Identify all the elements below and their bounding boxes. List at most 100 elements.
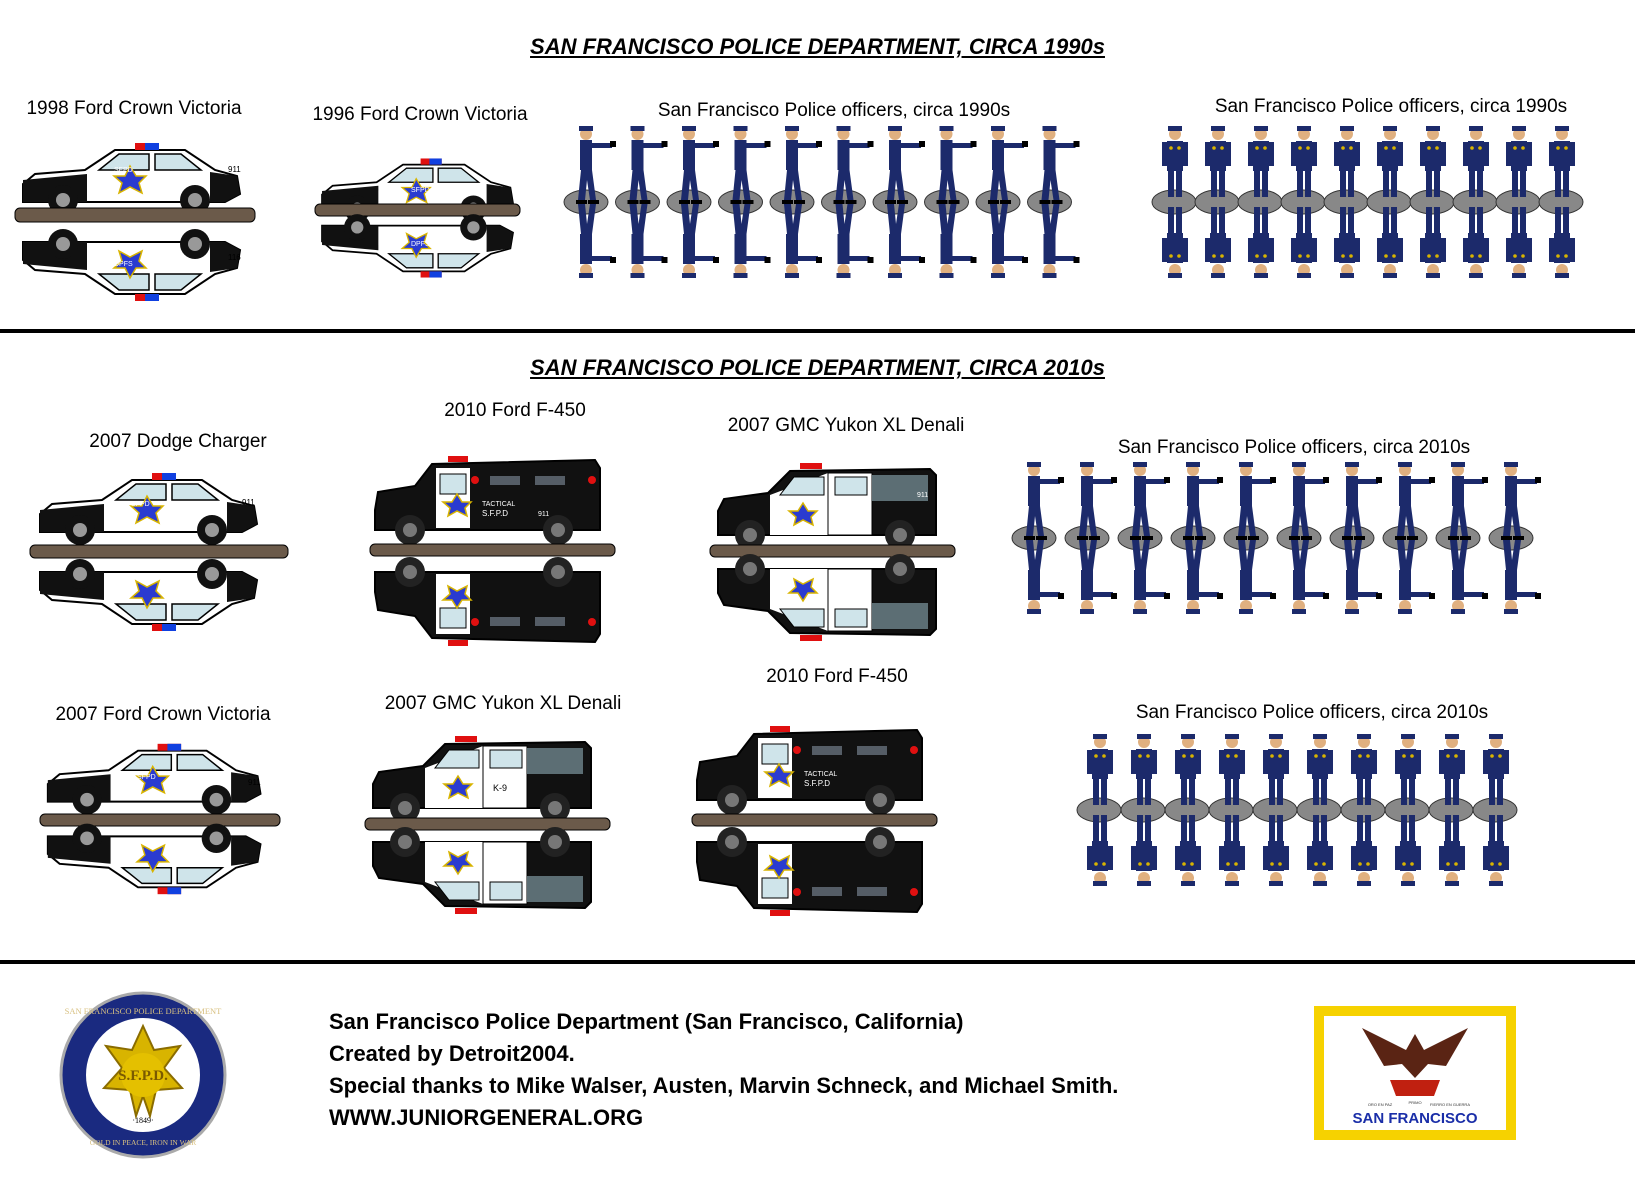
section-divider-top bbox=[0, 329, 1635, 333]
label-2007-crown-victoria: 2007 Ford Crown Victoria bbox=[55, 704, 271, 725]
officer-standing bbox=[1252, 734, 1298, 886]
sprite-officers-1990s-standing bbox=[1151, 126, 1584, 278]
unit-number: 911 bbox=[538, 511, 549, 518]
officer-aiming bbox=[1276, 462, 1329, 614]
officer-standing bbox=[1384, 734, 1430, 886]
officer-aiming bbox=[615, 126, 668, 278]
sprite-officers-2010s-aiming bbox=[1011, 462, 1541, 614]
sprite-2010-ford-f450-a: TACTICAL S.F.P.D 911 bbox=[369, 455, 616, 647]
sprite-officers-2010s-standing bbox=[1076, 734, 1518, 886]
officer-aiming bbox=[1435, 462, 1488, 614]
officer-aiming bbox=[1064, 462, 1117, 614]
officer-aiming bbox=[1011, 462, 1064, 614]
label-1998-crown-victoria: 1998 Ford Crown Victoria bbox=[26, 98, 242, 119]
seal-center-text: S.F.P.D. bbox=[118, 1068, 168, 1084]
sfpd-seal: S.F.P.D. ·1849· SAN FRANCISCO POLICE DEP… bbox=[59, 991, 227, 1159]
officer-aiming bbox=[924, 126, 977, 278]
officer-standing bbox=[1538, 126, 1584, 278]
label-2007-dodge-charger: 2007 Dodge Charger bbox=[89, 431, 267, 452]
sprite-officers-1990s-aiming bbox=[563, 126, 1080, 278]
officer-standing bbox=[1164, 734, 1210, 886]
unit-number: 911 bbox=[228, 165, 241, 174]
officer-aiming bbox=[769, 126, 822, 278]
sprite-2010-ford-f450-b: TACTICAL S.F.P.D bbox=[691, 725, 938, 917]
officer-standing bbox=[1296, 734, 1342, 886]
sprite-2007-dodge-charger: 911 SFPD bbox=[29, 472, 289, 632]
credits-website: WWW.JUNIORGENERAL.ORG bbox=[329, 1105, 644, 1130]
credits-block: San Francisco Police Department (San Fra… bbox=[329, 1006, 1118, 1134]
seal-ring-text: SAN FRANCISCO POLICE DEPARTMENT bbox=[65, 1006, 222, 1016]
officer-standing bbox=[1366, 126, 1412, 278]
officer-standing bbox=[1340, 734, 1386, 886]
officer-standing bbox=[1409, 126, 1455, 278]
officer-aiming bbox=[563, 126, 616, 278]
unit-number: 911 bbox=[248, 778, 261, 787]
officer-standing bbox=[1495, 126, 1541, 278]
sprite-1996-crown-victoria: SFPD DPFS bbox=[314, 157, 521, 279]
officer-standing bbox=[1120, 734, 1166, 886]
flag-caption: SAN FRANCISCO bbox=[1352, 1110, 1477, 1127]
officer-aiming bbox=[1488, 462, 1541, 614]
officer-standing bbox=[1323, 126, 1369, 278]
sprite-1998-crown-victoria: 911 SFPD DPFS 116 bbox=[14, 142, 256, 302]
officer-aiming bbox=[1117, 462, 1170, 614]
door-badge-text: SFPD bbox=[411, 187, 430, 194]
door-badge-text-mirror: DPFS bbox=[411, 241, 430, 248]
officer-aiming bbox=[718, 126, 771, 278]
sprite-2007-gmc-yukon-a: 911 bbox=[709, 462, 956, 642]
label-2010-ford-f450-a: 2010 Ford F-450 bbox=[444, 400, 586, 421]
label-officers-1990s-standing: San Francisco Police officers, circa 199… bbox=[1214, 96, 1568, 117]
door-badge-text: SFPD bbox=[114, 167, 133, 174]
credits-line-1: San Francisco Police Department (San Fra… bbox=[329, 1009, 964, 1034]
label-officers-2010s-standing: San Francisco Police officers, circa 201… bbox=[1135, 702, 1489, 723]
officer-standing bbox=[1472, 734, 1518, 886]
label-2007-gmc-yukon-a: 2007 GMC Yukon XL Denali bbox=[727, 415, 965, 436]
officer-standing bbox=[1208, 734, 1254, 886]
san-francisco-flag: PRIMO ORO EN PAZ FIERRO EN GUERRA SAN FR… bbox=[1314, 1006, 1516, 1140]
k9-text: K-9 bbox=[493, 783, 507, 793]
officer-standing bbox=[1076, 734, 1122, 886]
phoenix-icon bbox=[1362, 1028, 1468, 1096]
officer-standing bbox=[1194, 126, 1240, 278]
officer-standing bbox=[1452, 126, 1498, 278]
tactical-text: TACTICAL bbox=[804, 771, 837, 778]
seal-year: ·1849· bbox=[132, 1116, 153, 1125]
officer-aiming bbox=[1170, 462, 1223, 614]
officer-standing bbox=[1151, 126, 1197, 278]
sfpd-text: S.F.P.D bbox=[482, 509, 508, 518]
officer-aiming bbox=[872, 126, 925, 278]
flag-ribbon: PRIMO bbox=[1408, 1100, 1421, 1105]
officer-standing bbox=[1280, 126, 1326, 278]
sprite-2007-crown-victoria: 911 SFPD bbox=[39, 742, 281, 896]
unit-number: 911 bbox=[917, 492, 928, 499]
section-2010s-title: SAN FRANCISCO POLICE DEPARTMENT, CIRCA 2… bbox=[530, 355, 1105, 380]
label-officers-2010s-aiming: San Francisco Police officers, circa 201… bbox=[1117, 437, 1471, 458]
officer-aiming bbox=[1329, 462, 1382, 614]
officer-aiming bbox=[666, 126, 719, 278]
sprite-2007-gmc-yukon-b: K-9 bbox=[364, 735, 611, 915]
officer-standing bbox=[1237, 126, 1283, 278]
sfpd-text: S.F.P.D bbox=[804, 779, 830, 788]
section-1990s-title: SAN FRANCISCO POLICE DEPARTMENT, CIRCA 1… bbox=[530, 34, 1105, 59]
officer-aiming bbox=[1027, 126, 1080, 278]
label-1996-crown-victoria: 1996 Ford Crown Victoria bbox=[312, 104, 528, 125]
label-2007-gmc-yukon-b: 2007 GMC Yukon XL Denali bbox=[384, 693, 622, 714]
door-badge-text: SFPD bbox=[131, 501, 150, 508]
flag-motto-left: ORO EN PAZ bbox=[1368, 1102, 1393, 1107]
door-badge-text: SFPD bbox=[137, 774, 156, 781]
officer-aiming bbox=[821, 126, 874, 278]
unit-number: 911 bbox=[242, 498, 255, 507]
section-divider-bottom bbox=[0, 960, 1635, 964]
label-officers-1990s-aiming: San Francisco Police officers, circa 199… bbox=[657, 100, 1011, 121]
unit-number-mirror: 116 bbox=[228, 253, 241, 262]
tactical-text: TACTICAL bbox=[482, 501, 515, 508]
officer-aiming bbox=[1382, 462, 1435, 614]
credits-line-3: Special thanks to Mike Walser, Austen, M… bbox=[329, 1073, 1119, 1098]
label-2010-ford-f450-b: 2010 Ford F-450 bbox=[766, 666, 908, 687]
flag-motto-right: FIERRO EN GUERRA bbox=[1430, 1102, 1470, 1107]
officer-aiming bbox=[975, 126, 1028, 278]
officer-aiming bbox=[1223, 462, 1276, 614]
seal-motto: GOLD IN PEACE, IRON IN WAR bbox=[90, 1138, 197, 1147]
door-badge-text-mirror: DPFS bbox=[114, 261, 133, 268]
credits-line-2: Created by Detroit2004. bbox=[329, 1041, 575, 1066]
